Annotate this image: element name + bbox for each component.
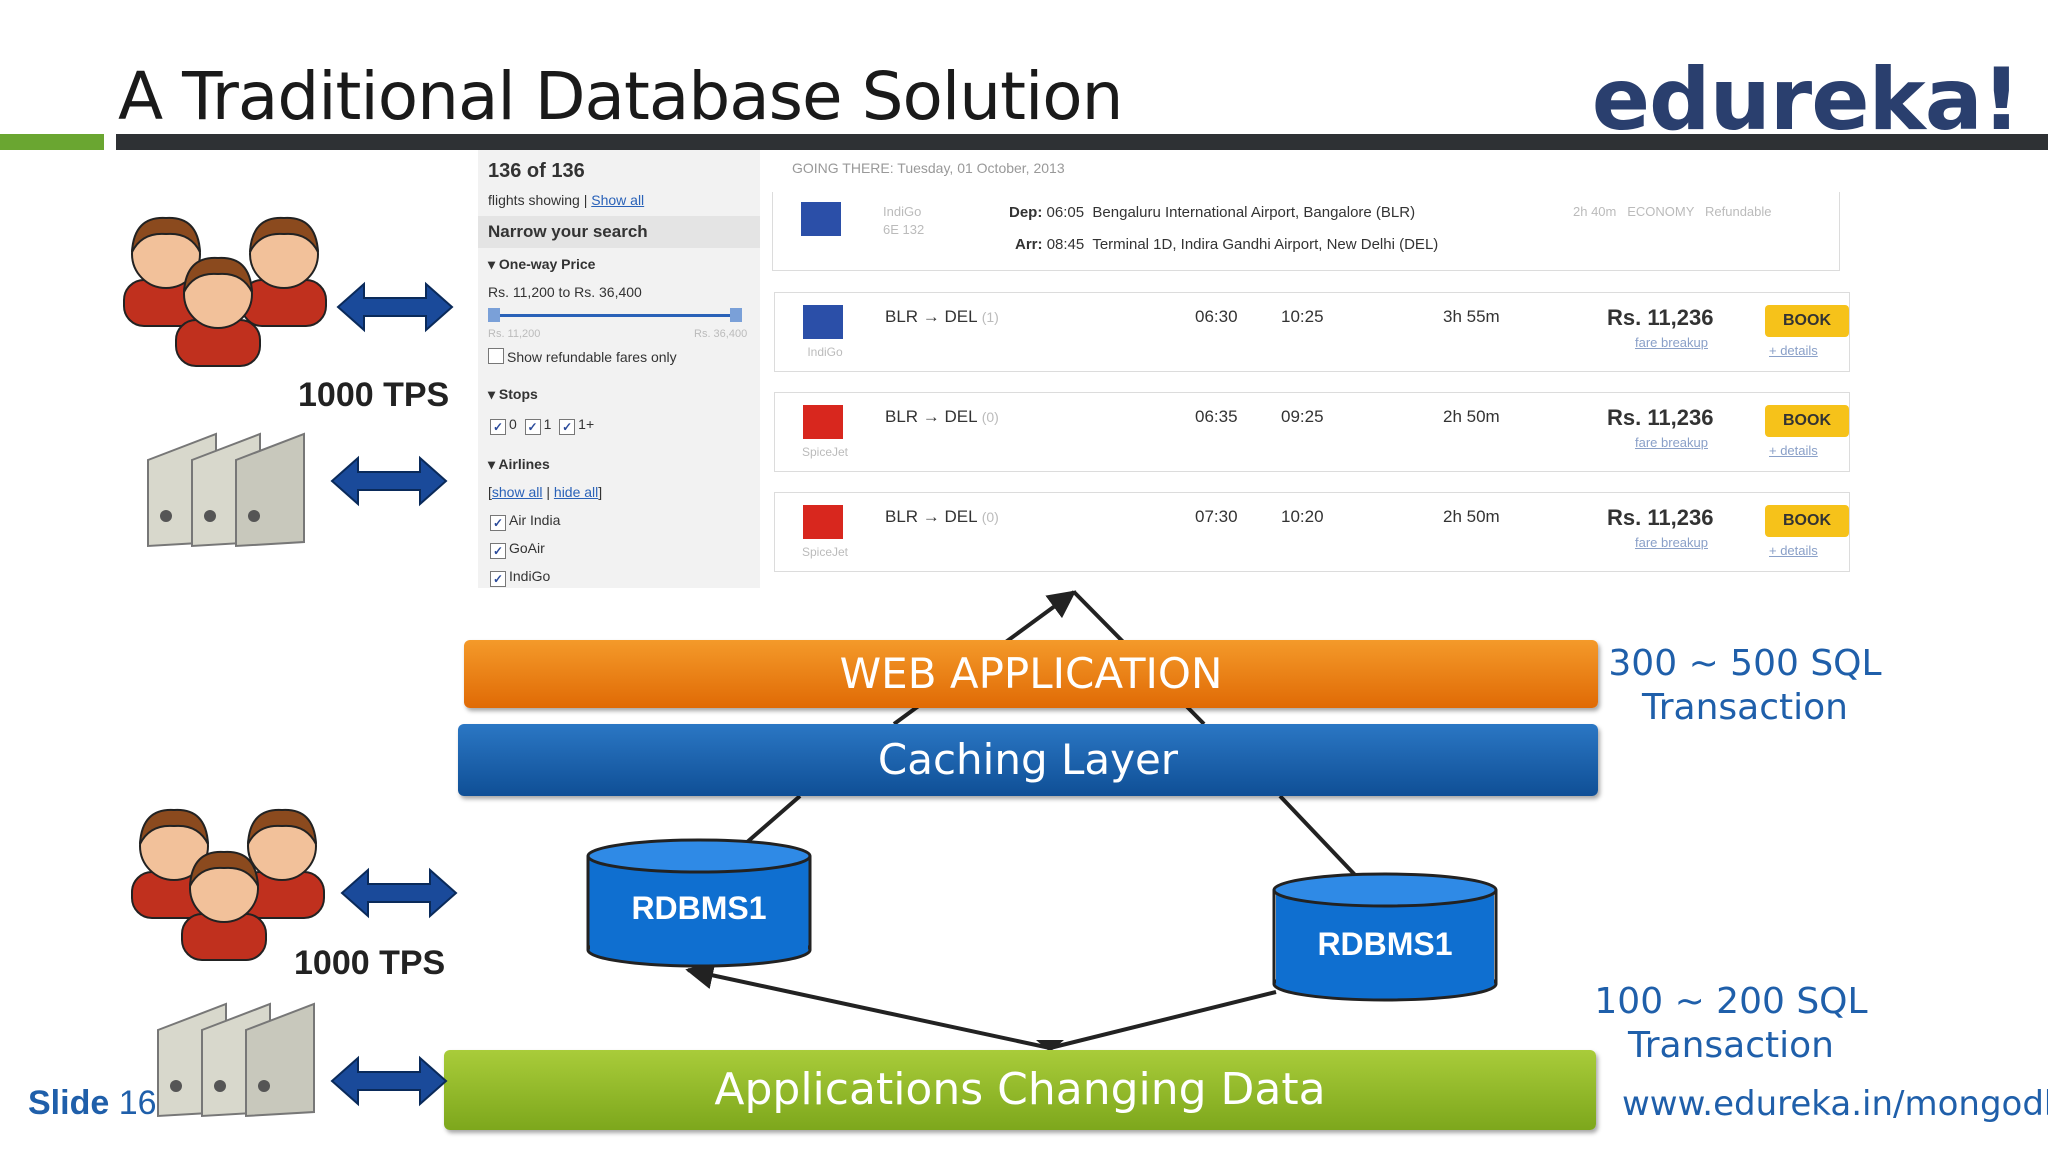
- airline-toggle-links: [show all | hide all]: [488, 484, 603, 500]
- flight-arrival: 09:25: [1281, 407, 1324, 426]
- applications-changing-data-layer: Applications Changing Data: [444, 1050, 1596, 1130]
- sql-bottom-line1: 100 ~ 200 SQL: [1594, 981, 1868, 1022]
- price-range-text: Rs. 11,200 to Rs. 36,400: [488, 284, 642, 300]
- flight-row[interactable]: IndiGo BLR → DEL (1) 06:30 10:25 3h 55m …: [774, 292, 1850, 372]
- flight-airline: IndiGo: [807, 345, 843, 359]
- flight-departure: 06:30: [1195, 307, 1238, 326]
- price-slider-min-handle[interactable]: [488, 308, 500, 322]
- airlines-filter-heading[interactable]: ▾ Airlines: [488, 456, 550, 472]
- flight-route: BLR → DEL (0): [885, 407, 999, 426]
- double-arrow-icon: [336, 281, 454, 333]
- price-max-label: Rs. 36,400: [694, 328, 748, 340]
- details-link[interactable]: + details: [1769, 443, 1818, 458]
- selected-departure: Dep: 06:05 Bengaluru International Airpo…: [1009, 204, 1416, 221]
- price-min-label: Rs. 11,200: [488, 328, 541, 340]
- flight-arrival: 10:20: [1281, 507, 1324, 526]
- airline-checkbox-goair[interactable]: ✓GoAir: [490, 540, 545, 559]
- sql-transaction-bottom: 100 ~ 200 SQL Transaction: [1586, 980, 1876, 1068]
- slide-number: Slide 16: [28, 1084, 157, 1122]
- flight-departure: 06:35: [1195, 407, 1238, 426]
- tps-label-bottom: 1000 TPS: [294, 944, 446, 982]
- spicejet-logo-icon: [803, 505, 843, 539]
- selected-meta: 2h 40m ECONOMY Refundable: [1573, 204, 1772, 219]
- users-icon: [123, 216, 327, 367]
- selected-code: 6E 132: [883, 222, 925, 237]
- details-link[interactable]: + details: [1769, 543, 1818, 558]
- refundable-checkbox[interactable]: Show refundable fares only: [488, 348, 677, 365]
- going-there-header: GOING THERE: Tuesday, 01 October, 2013: [792, 160, 1065, 176]
- db-left-to-apps-line: [685, 961, 1051, 1050]
- price-slider-max-handle[interactable]: [730, 308, 742, 322]
- selected-flight-box: IndiGo 6E 132 Dep: 06:05 Bengaluru Inter…: [772, 192, 1840, 271]
- result-count: 136 of 136: [488, 160, 585, 182]
- book-button[interactable]: BOOK: [1765, 305, 1849, 337]
- users-icon: [131, 808, 325, 961]
- database-cylinder-icon: [586, 838, 812, 968]
- flight-route: BLR → DEL (1): [885, 307, 999, 326]
- book-button[interactable]: BOOK: [1765, 405, 1849, 437]
- cache-to-db-right-line: [1278, 794, 1358, 878]
- caching-layer: Caching Layer: [458, 724, 1598, 796]
- flight-price: Rs. 11,236: [1607, 505, 1714, 530]
- airlines-hide-all-link[interactable]: hide all: [553, 484, 599, 500]
- selected-arrival: Arr: 08:45 Terminal 1D, Indira Gandhi Ai…: [1015, 236, 1439, 253]
- database-right-label: RDBMS1: [1317, 926, 1453, 962]
- sql-top-line1: 300 ~ 500 SQL: [1608, 643, 1882, 684]
- header-rule: [116, 134, 2048, 150]
- flight-price: Rs. 11,236: [1607, 305, 1714, 330]
- airline-checkbox-air-india[interactable]: ✓Air India: [490, 512, 560, 531]
- double-arrow-icon: [330, 1055, 448, 1107]
- slide-title: A Traditional Database Solution: [118, 58, 1124, 135]
- apps-arrow-head: [1036, 1040, 1064, 1052]
- flight-route: BLR → DEL (0): [885, 507, 999, 526]
- database-cylinder-icon: [1272, 872, 1498, 1002]
- indigo-logo-icon: [801, 202, 841, 236]
- flight-search-screenshot: 136 of 136 flights showing | Show all Na…: [478, 150, 1852, 590]
- stops-checkboxes[interactable]: ✓0 ✓1 ✓1+: [490, 416, 594, 435]
- servers-icon: [147, 432, 305, 548]
- database-right: RDBMS1: [1272, 872, 1498, 1002]
- sql-top-line2: Transaction: [1642, 687, 1848, 728]
- spicejet-logo-icon: [803, 405, 843, 439]
- flight-duration: 2h 50m: [1443, 407, 1500, 426]
- double-arrow-icon: [330, 455, 448, 507]
- web-application-layer: WEB APPLICATION: [464, 640, 1598, 708]
- indigo-logo-icon: [803, 305, 843, 339]
- flight-departure: 07:30: [1195, 507, 1238, 526]
- flight-price: Rs. 11,236: [1607, 405, 1714, 430]
- flight-airline: SpiceJet: [801, 445, 849, 459]
- flights-showing-text: flights showing | Show all: [488, 192, 645, 208]
- flight-duration: 2h 50m: [1443, 507, 1500, 526]
- double-arrow-icon: [340, 867, 458, 919]
- fare-breakup-link[interactable]: fare breakup: [1635, 435, 1708, 450]
- flight-duration: 3h 55m: [1443, 307, 1500, 326]
- flight-arrival: 10:25: [1281, 307, 1324, 326]
- airlines-show-all-link[interactable]: show all: [491, 484, 543, 500]
- airline-checkbox-indigo[interactable]: ✓IndiGo: [490, 568, 550, 587]
- database-left-label: RDBMS1: [631, 890, 767, 926]
- db-right-to-apps-line: [1049, 990, 1277, 1050]
- header-accent-bar: [0, 134, 104, 150]
- selected-airline: IndiGo: [883, 204, 922, 219]
- stops-filter-heading[interactable]: ▾ Stops: [488, 386, 538, 402]
- sql-bottom-line2: Transaction: [1628, 1025, 1834, 1066]
- sql-transaction-top: 300 ~ 500 SQL Transaction: [1600, 642, 1890, 730]
- flight-airline: SpiceJet: [801, 545, 849, 559]
- flight-row[interactable]: SpiceJet BLR → DEL (0) 07:30 10:20 2h 50…: [774, 492, 1850, 572]
- show-all-link[interactable]: Show all: [591, 192, 645, 208]
- tps-label-top: 1000 TPS: [298, 376, 450, 414]
- book-button[interactable]: BOOK: [1765, 505, 1849, 537]
- fare-breakup-link[interactable]: fare breakup: [1635, 335, 1708, 350]
- filter-panel: 136 of 136 flights showing | Show all Na…: [478, 150, 760, 588]
- details-link[interactable]: + details: [1769, 343, 1818, 358]
- flight-row[interactable]: SpiceJet BLR → DEL (0) 06:35 09:25 2h 50…: [774, 392, 1850, 472]
- price-filter-heading[interactable]: ▾ One-way Price: [488, 256, 596, 272]
- price-slider[interactable]: [492, 314, 742, 317]
- fare-breakup-link[interactable]: fare breakup: [1635, 535, 1708, 550]
- narrow-search-heading: Narrow your search: [488, 222, 648, 241]
- servers-icon: [157, 1002, 315, 1118]
- footer-url[interactable]: www.edureka.in/mongodb: [1622, 1084, 2048, 1124]
- database-left: RDBMS1: [586, 838, 812, 968]
- edureka-logo: edureka!: [1591, 50, 2021, 150]
